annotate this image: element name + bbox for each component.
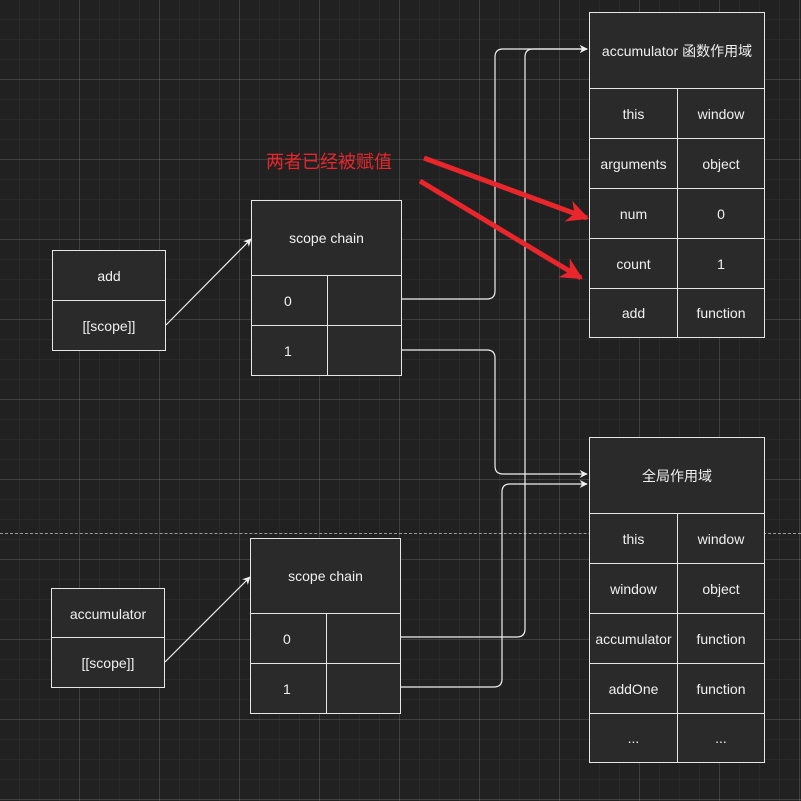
- accumulator-scope-chain-box[interactable]: scope chain 0 1: [250, 538, 401, 714]
- global-scope-title: 全局作用域: [642, 467, 712, 484]
- accumulator-function-scope: [[scope]]: [81, 654, 135, 671]
- add-function-name: add: [97, 268, 121, 284]
- accumulator-chain-0-to-accumulator-scope: [401, 45, 588, 638]
- accumulator-scope-key-num: num: [619, 205, 648, 222]
- global-scope-key-addone: addOne: [608, 680, 659, 697]
- accumulator-scope-key-this: this: [622, 105, 645, 122]
- accumulator-scope-value-count: 1: [717, 255, 725, 272]
- add-scope-chain-index-1: 1: [284, 342, 292, 359]
- add-scope-chain-title: scope chain: [289, 230, 364, 246]
- accumulator-function-name: accumulator: [69, 605, 147, 622]
- global-scope-key-this: this: [622, 530, 645, 547]
- accumulator-scope-chain-index-0: 0: [283, 631, 291, 647]
- global-scope-key-accumulator: accumulator: [595, 630, 672, 647]
- accumulator-scope-value-this: window: [697, 105, 745, 122]
- accumulator-scope-value-arguments: object: [702, 155, 740, 172]
- accumulator-scope-key-arguments: arguments: [600, 155, 667, 172]
- accumulator-scope-value-add: function: [696, 305, 746, 321]
- accumulator-scope-chain-title: scope chain: [288, 568, 363, 584]
- global-scope-value-accumulator: function: [696, 630, 746, 647]
- add-scope-chain-box[interactable]: scope chain 0 1: [251, 200, 402, 376]
- global-scope-key-ellipsis: ...: [627, 730, 640, 746]
- global-scope-table[interactable]: 全局作用域 this window window object accumula…: [589, 437, 765, 763]
- annotation-text: 两者已经被赋值: [266, 152, 392, 172]
- annotation-arrow-num: [423, 155, 590, 222]
- dashed-separator: [0, 533, 801, 534]
- add-scope-chain-index-0: 0: [284, 293, 292, 309]
- accumulator-scope-chain-index-1: 1: [283, 680, 291, 697]
- global-scope-value-this: window: [697, 530, 745, 547]
- global-scope-value-ellipsis: ...: [715, 730, 727, 746]
- accumulator-scope-table[interactable]: accumulator 函数作用域 this window arguments …: [589, 12, 765, 338]
- accumulator-chain-1-to-global-scope: [401, 480, 588, 688]
- accumulator-scope-key-count: count: [616, 255, 651, 272]
- annotation-arrow-count: [418, 178, 583, 281]
- add-scope-to-chain-arrow: [165, 238, 252, 326]
- accumulator-scope-key-add: add: [621, 305, 646, 321]
- global-scope-value-window: object: [702, 580, 740, 597]
- accumulator-function-box[interactable]: accumulator [[scope]]: [51, 588, 165, 688]
- add-chain-0-to-accumulator-scope: [402, 45, 588, 300]
- accumulator-scope-value-num: 0: [717, 205, 725, 222]
- global-scope-key-window: window: [610, 580, 657, 597]
- accumulator-scope-to-chain-arrow: [164, 576, 251, 663]
- add-function-scope: [[scope]]: [82, 317, 136, 334]
- add-chain-1-to-global-scope: [402, 349, 588, 478]
- add-function-box[interactable]: add [[scope]]: [52, 250, 166, 351]
- accumulator-scope-title: accumulator 函数作用域: [601, 42, 753, 59]
- global-scope-value-addone: function: [696, 680, 746, 697]
